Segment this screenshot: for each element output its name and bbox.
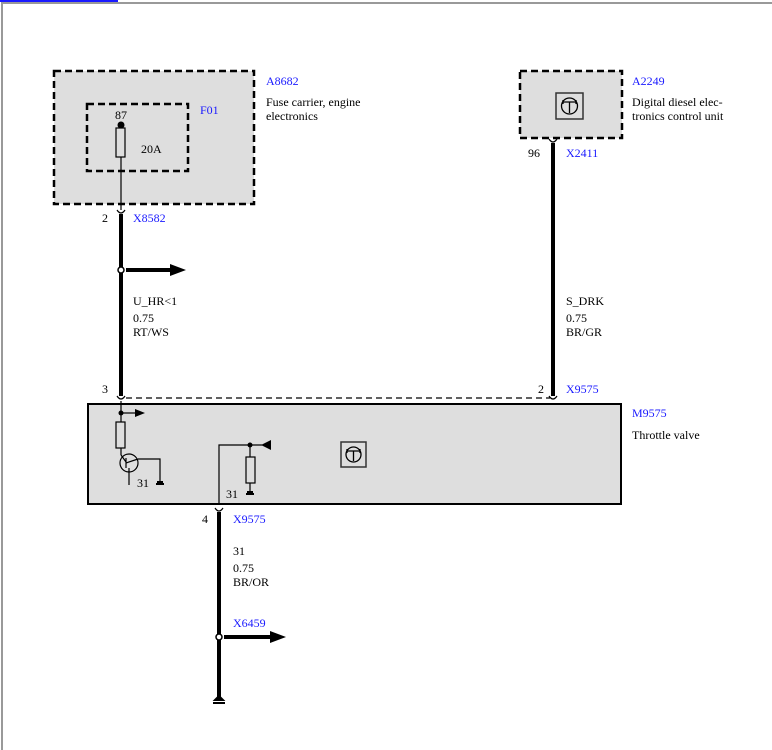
connector-pin3-icon — [116, 395, 126, 400]
throttle-valve-m9575[interactable] — [87, 403, 622, 505]
wire-left-size: 0.75 — [133, 311, 154, 325]
ground-icon — [212, 694, 226, 704]
a8682-desc-2: electronics — [266, 109, 318, 123]
x9575-pin-3: 3 — [102, 382, 108, 396]
wire-right-color: BR/GR — [566, 325, 602, 339]
fuse-rating: 20A — [141, 142, 162, 156]
ground-icon — [156, 481, 164, 485]
internal-circuit-2: 31 — [218, 440, 271, 504]
wire-left-signal: U_HR<1 — [133, 294, 177, 308]
x9575-pin-2: 2 — [538, 382, 544, 396]
ground-label-2: 31 — [226, 487, 238, 501]
fuse-pin-label: 87 — [115, 108, 127, 122]
x9575-pin-4: 4 — [202, 512, 208, 526]
wire-bottom-size: 0.75 — [233, 561, 254, 575]
a2249-desc-2: tronics control unit — [632, 109, 724, 123]
ground-label-1: 31 — [137, 476, 149, 490]
ecu-a2249[interactable] — [518, 69, 624, 140]
electronic-module-icon — [555, 92, 584, 120]
a8682-id-link[interactable]: A8682 — [266, 74, 299, 88]
a2249-id-link[interactable]: A2249 — [632, 74, 665, 88]
arrow-left-small-icon — [261, 440, 271, 450]
ground-icon — [246, 491, 254, 495]
x8582-link[interactable]: X8582 — [133, 211, 166, 225]
fuse-carrier-a8682[interactable]: 87 20A F01 — [52, 69, 256, 206]
x6459-link[interactable]: X6459 — [233, 616, 266, 630]
electronic-module-icon — [340, 441, 367, 468]
wire-right-signal: S_DRK — [566, 294, 604, 308]
arrow-right-icon[interactable] — [270, 631, 286, 643]
connector-pin4-icon — [214, 507, 224, 512]
arrow-right-small-icon — [135, 409, 145, 417]
arrow-right-icon[interactable] — [170, 264, 186, 276]
x2411-link[interactable]: X2411 — [566, 146, 598, 160]
x9575-link-top[interactable]: X9575 — [566, 382, 599, 396]
x2411-pin: 96 — [528, 146, 540, 160]
fuse-id-link[interactable]: F01 — [200, 103, 219, 117]
junction-dot — [117, 266, 125, 274]
wire-left-color: RT/WS — [133, 325, 169, 339]
m9575-id-link[interactable]: M9575 — [632, 406, 667, 420]
fuse-pin-dot — [117, 121, 125, 129]
fuse-f01-box[interactable] — [85, 102, 190, 173]
m9575-desc: Throttle valve — [632, 428, 700, 442]
x8582-pin: 2 — [102, 211, 108, 225]
wire-bottom-color: BR/OR — [233, 575, 269, 589]
x9575-link-bottom[interactable]: X9575 — [233, 512, 266, 526]
connector-x8582-icon — [116, 209, 126, 214]
wire-bottom-signal: 31 — [233, 544, 245, 558]
connector-x2411-icon — [548, 138, 558, 143]
a8682-desc: Fuse carrier, engine — [266, 95, 360, 109]
junction-dot — [215, 633, 223, 641]
a2249-desc: Digital diesel elec- — [632, 95, 723, 109]
wire-right-size: 0.75 — [566, 311, 587, 325]
connector-pin2-icon — [548, 395, 558, 400]
internal-circuit-1: 31 — [115, 401, 164, 490]
